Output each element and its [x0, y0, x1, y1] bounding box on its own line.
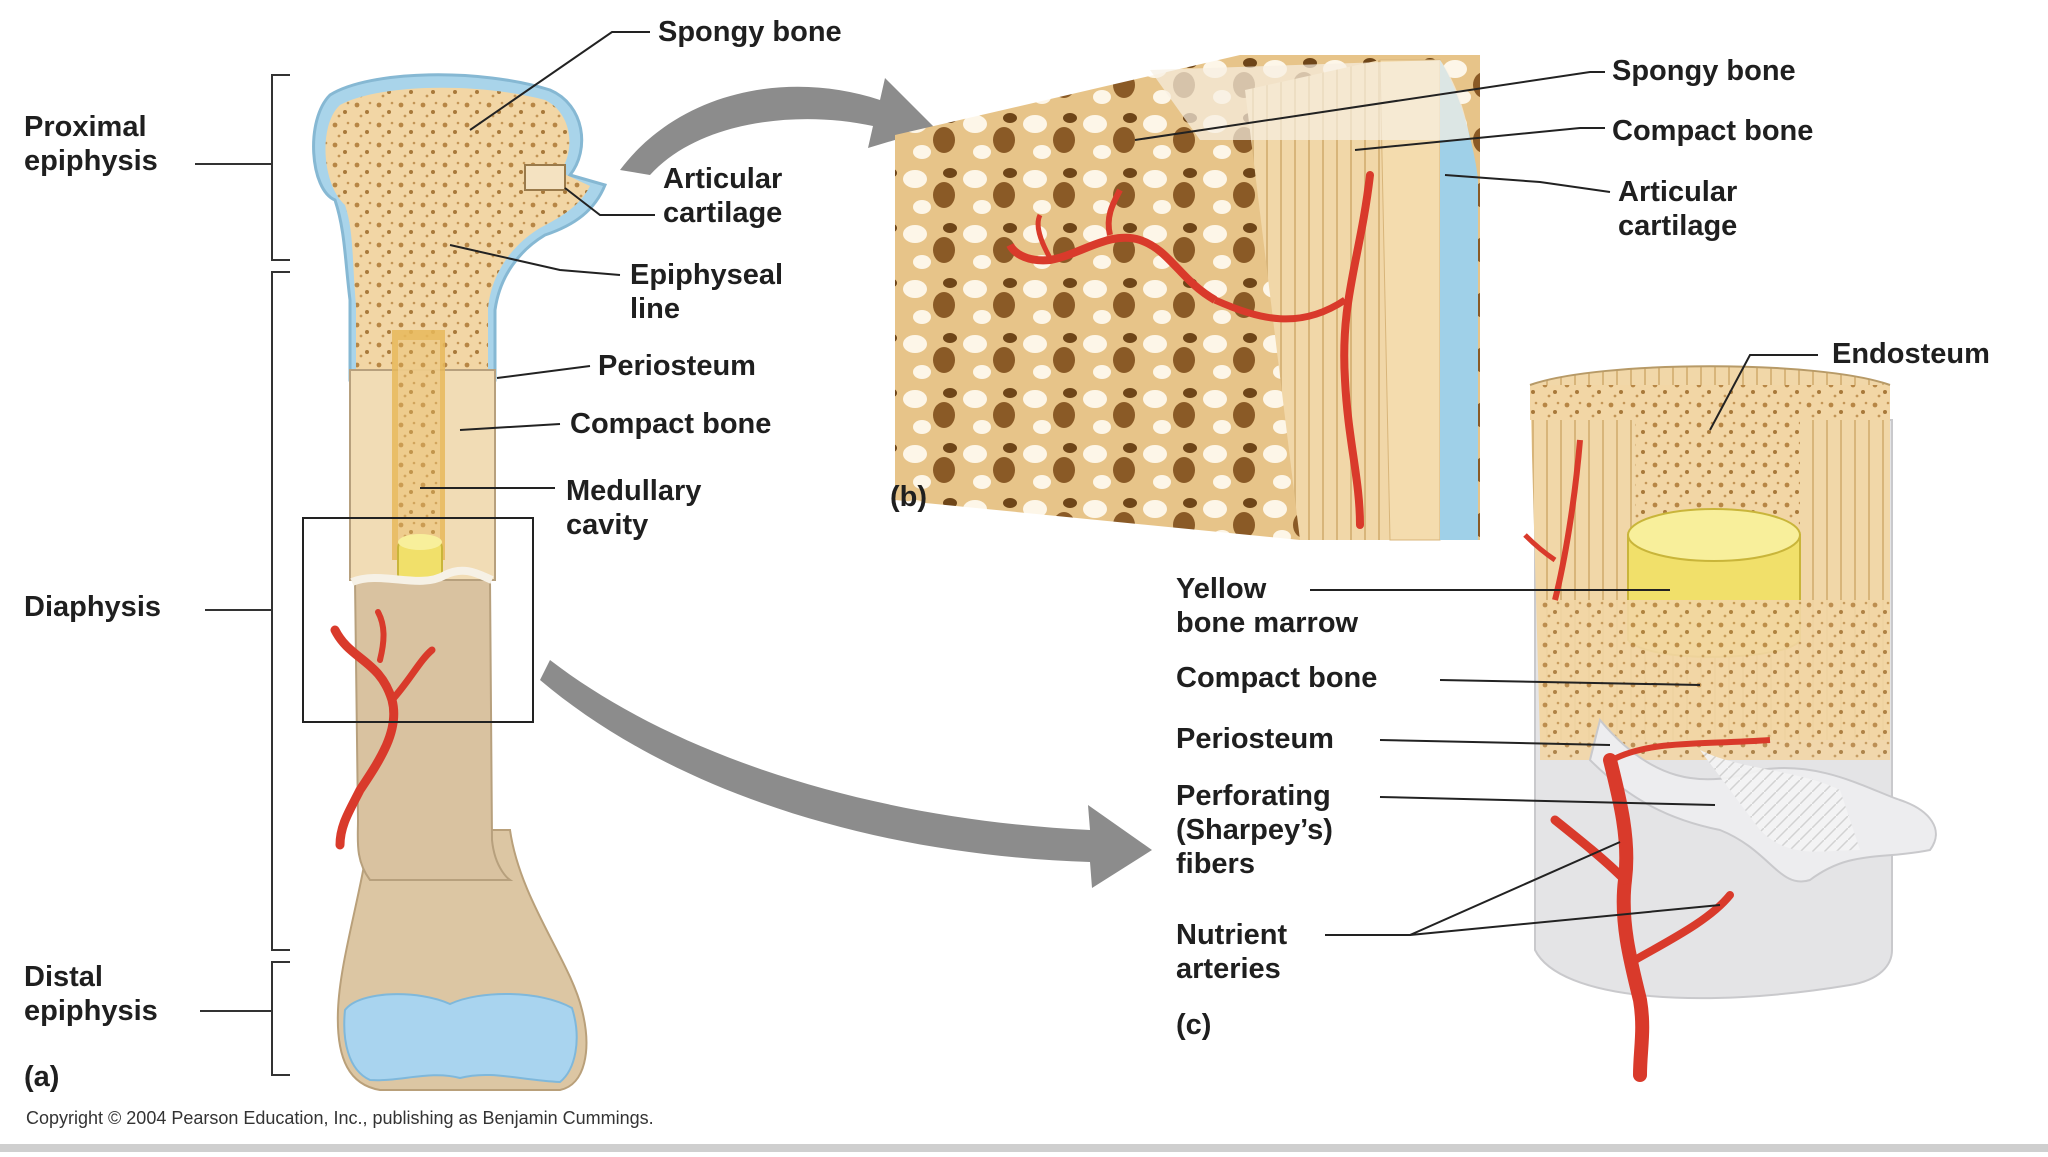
- label-epiphyseal-line-line2: line: [630, 293, 680, 325]
- label-proximal-epiphysis-line2: epiphysis: [24, 145, 158, 177]
- long-bone-illustration: [302, 73, 608, 1091]
- label-compact-bone-c: Compact bone: [1176, 662, 1378, 694]
- panel-label-a: (a): [24, 1061, 60, 1093]
- label-articular-cartilage-a-line2: cartilage: [663, 197, 783, 229]
- label-distal-epiphysis-line1: Distal: [24, 961, 103, 993]
- label-medullary-cavity-line1: Medullary: [566, 475, 702, 507]
- leader-lines-c: [1310, 354, 1818, 936]
- label-perforating-fibers-line1: Perforating: [1176, 780, 1331, 812]
- label-distal-epiphysis-line2: epiphysis: [24, 995, 158, 1027]
- leader-lines-a: [420, 31, 655, 489]
- label-compact-bone-a: Compact bone: [570, 408, 772, 440]
- label-nutrient-arteries-line2: arteries: [1176, 953, 1281, 985]
- label-spongy-bone-b: Spongy bone: [1612, 55, 1796, 87]
- copyright-notice: Copyright © 2004 Pearson Education, Inc.…: [26, 1108, 654, 1128]
- label-medullary-cavity-line2: cavity: [566, 509, 649, 541]
- label-compact-bone-b: Compact bone: [1612, 115, 1814, 147]
- label-proximal-epiphysis-line1: Proximal: [24, 111, 147, 143]
- spongy-bone-block: [895, 55, 1480, 541]
- label-perforating-fibers-line3: fibers: [1176, 848, 1255, 880]
- label-periosteum-c: Periosteum: [1176, 723, 1334, 755]
- region-brackets: [195, 74, 290, 1076]
- zoom-arrows: [540, 78, 1152, 888]
- label-diaphysis: Diaphysis: [24, 591, 161, 623]
- label-articular-cartilage-b-line2: cartilage: [1618, 210, 1738, 242]
- shaft-cross-section: [1523, 365, 1937, 1082]
- label-yellow-bone-marrow-line1: Yellow: [1176, 573, 1267, 605]
- label-articular-cartilage-b-line1: Articular: [1618, 176, 1738, 208]
- label-spongy-bone-a: Spongy bone: [658, 16, 842, 48]
- label-epiphyseal-line-line1: Epiphyseal: [630, 259, 784, 291]
- label-endosteum: Endosteum: [1832, 338, 1990, 370]
- label-yellow-bone-marrow-line2: bone marrow: [1176, 607, 1359, 639]
- label-periosteum-a: Periosteum: [598, 350, 756, 382]
- label-articular-cartilage-a-line1: Articular: [663, 163, 783, 195]
- label-perforating-fibers-line2: (Sharpey’s): [1176, 814, 1333, 846]
- panel-label-c: (c): [1176, 1009, 1212, 1041]
- bottom-divider: [0, 1144, 2048, 1152]
- panel-label-b: (b): [890, 481, 928, 513]
- label-nutrient-arteries-line1: Nutrient: [1176, 919, 1288, 951]
- leader-lines-b: [1134, 71, 1611, 193]
